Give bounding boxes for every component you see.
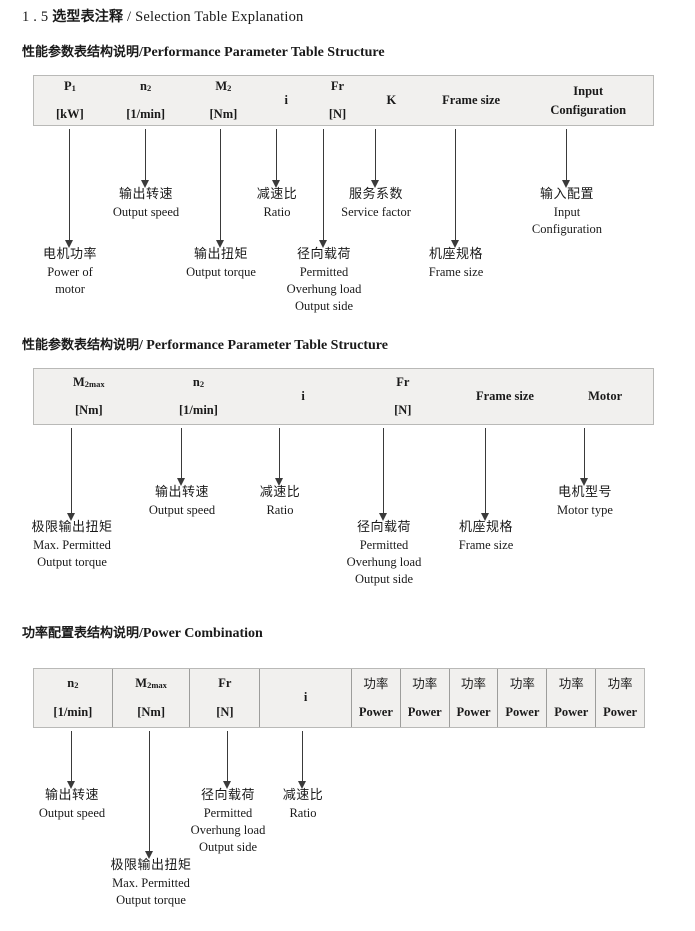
table1-col-n2: n2 [1/min] xyxy=(126,78,166,121)
section-number: 1 . 5 xyxy=(22,9,49,25)
section-heading-1-cn: 性能参数表结构说明 xyxy=(22,45,140,60)
annotation-power-of-motor: 电机功率 Power of motor xyxy=(42,247,98,296)
table3-col-n2: n2 [1/min] xyxy=(53,676,93,719)
annotation-frame-size: 机座规格 Frame size xyxy=(428,247,484,279)
arrow-to-max-permitted-output-torque-3 xyxy=(145,731,154,859)
title-separator: / xyxy=(127,9,132,25)
arrow-to-max-permitted-output-torque-2 xyxy=(67,428,76,521)
table1-col-frame-size: Frame size xyxy=(442,92,501,107)
arrow-to-permitted-overhung-load xyxy=(319,129,328,248)
arrow-to-overhung-load-2 xyxy=(379,428,388,521)
annotation-output-torque: 输出扭矩 Output torque xyxy=(186,247,256,279)
performance-parameter-table-2: M2max [Nm] n2 [1/min] i Fr [N] Frame siz… xyxy=(33,368,654,425)
section-heading-3-sep: / xyxy=(139,626,143,641)
section-heading-1-sep: / xyxy=(139,45,143,60)
table1-col-k: K xyxy=(386,92,397,107)
section-heading-3-cn: 功率配置表结构说明 xyxy=(22,626,140,641)
section-heading-3-en: Power Combination xyxy=(142,626,263,641)
annotation-overhung-load-3: 径向载荷 Permitted Overhung load Output side xyxy=(190,788,266,854)
arrow-to-ratio xyxy=(272,129,281,188)
page-title-en: Selection Table Explanation xyxy=(135,9,304,25)
arrow-to-output-speed-3 xyxy=(67,731,76,789)
table3-col-fr: Fr [N] xyxy=(189,669,259,727)
annotation-max-permitted-output-torque-2: 极限输出扭矩 Max. Permitted Output torque xyxy=(31,520,113,569)
arrow-to-overhung-load-3 xyxy=(223,731,232,789)
table3-col-power-3: 功率 Power xyxy=(448,669,498,727)
section-heading-1: 性能参数表结构说明/Performance Parameter Table St… xyxy=(22,41,385,61)
section-heading-2-en: Performance Parameter Table Structure xyxy=(146,338,388,353)
section-heading-2-sep: / xyxy=(139,338,143,353)
section-heading-3: 功率配置表结构说明/Power Combination xyxy=(22,622,263,642)
table3-col-power-1: 功率 Power xyxy=(350,669,400,727)
table2-col-n2: n2 [1/min] xyxy=(179,374,218,417)
table3-col-power-5: 功率 Power xyxy=(546,669,595,727)
table1-col-fr: Fr [N] xyxy=(328,78,347,121)
section-heading-1-en: Performance Parameter Table Structure xyxy=(142,45,385,60)
annotation-output-speed: 输出转速 Output speed xyxy=(112,187,180,219)
table1-col-input-configuration: Input Configuration xyxy=(550,84,627,117)
arrow-to-frame-size-2 xyxy=(481,428,490,521)
arrow-to-input-configuration xyxy=(562,129,571,188)
annotation-output-speed-2: 输出转速 Output speed xyxy=(148,485,216,517)
section-heading-2: 性能参数表结构说明/ Performance Parameter Table S… xyxy=(22,334,388,354)
arrow-to-output-speed-2 xyxy=(177,428,186,486)
performance-parameter-table-1: P1 [kW] n2 [1/min] M2 [Nm] i Fr [N] K Fr… xyxy=(33,75,654,126)
arrow-to-motor-type xyxy=(580,428,589,486)
table1-col-p1: P1 [kW] xyxy=(55,78,84,121)
table3-col-power-2: 功率 Power xyxy=(399,669,449,727)
table2-col-fr: Fr [N] xyxy=(394,374,412,417)
annotation-max-permitted-output-torque-3: 极限输出扭矩 Max. Permitted Output torque xyxy=(110,858,192,907)
arrow-to-service-factor xyxy=(371,129,380,188)
annotation-overhung-load-2: 径向载荷 Permitted Overhung load Output side xyxy=(346,520,422,586)
page-title-cn: 选型表注释 xyxy=(52,9,124,25)
annotation-ratio-3: 减速比 Ratio xyxy=(282,788,324,820)
arrow-to-output-speed xyxy=(141,129,150,188)
page-title: 1 . 5 选型表注释 / Selection Table Explanatio… xyxy=(22,6,304,26)
table1-col-i: i xyxy=(284,92,288,107)
table3-col-power-6: 功率 Power xyxy=(595,669,644,727)
annotation-input-configuration: 输入配置 Input Configuration xyxy=(531,187,603,236)
table3-col-i: i xyxy=(259,669,351,727)
table2-col-i: i xyxy=(301,388,305,403)
arrow-to-power-of-motor xyxy=(65,129,74,248)
table3-col-m2max: M2max [Nm] xyxy=(111,669,190,727)
annotation-ratio-2: 减速比 Ratio xyxy=(259,485,301,517)
power-combination-table: n2 [1/min] M2max [Nm] Fr [N] i 功率 Power … xyxy=(33,668,645,728)
annotation-frame-size-2: 机座规格 Frame size xyxy=(458,520,514,552)
table2-col-m2max: M2max [Nm] xyxy=(72,374,105,417)
arrow-to-ratio-2 xyxy=(275,428,284,486)
annotation-service-factor: 服务系数 Service factor xyxy=(341,187,411,219)
section-heading-2-cn: 性能参数表结构说明 xyxy=(22,338,140,353)
table3-col-power-4: 功率 Power xyxy=(497,669,546,727)
arrow-to-output-torque xyxy=(216,129,225,248)
annotation-motor-type: 电机型号 Motor type xyxy=(557,485,613,517)
table1-col-m2: M2 [Nm] xyxy=(209,78,238,121)
annotation-output-speed-3: 输出转速 Output speed xyxy=(38,788,106,820)
table2-col-motor: Motor xyxy=(588,388,623,403)
arrow-to-frame-size xyxy=(451,129,460,248)
table2-col-frame-size: Frame size xyxy=(475,388,534,403)
annotation-overhung-load: 径向载荷 Permitted Overhung load Output side xyxy=(286,247,362,313)
arrow-to-ratio-3 xyxy=(298,731,307,789)
annotation-ratio: 减速比 Ratio xyxy=(256,187,298,219)
